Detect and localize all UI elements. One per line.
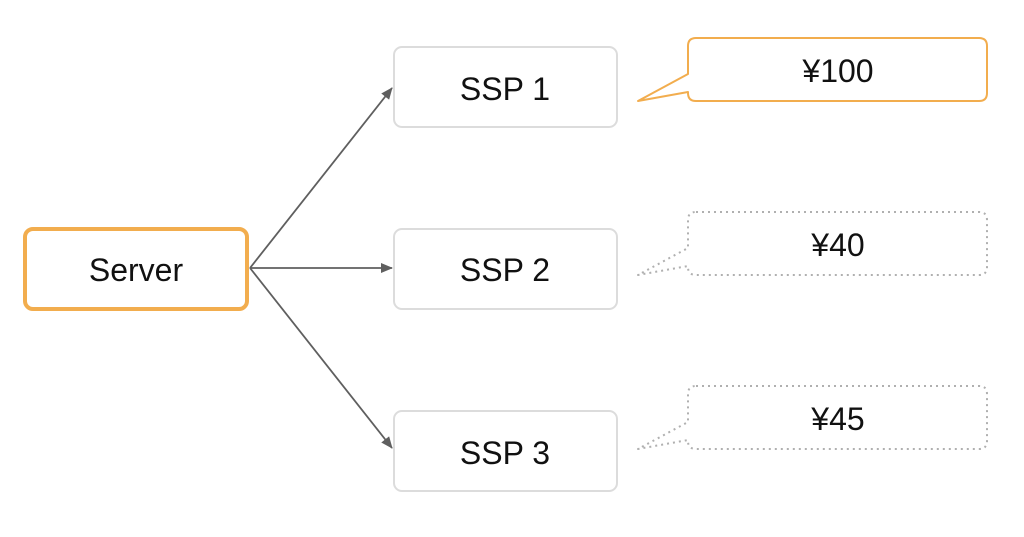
server-label: Server: [89, 252, 184, 288]
ssp-label: SSP 1: [460, 71, 550, 107]
bid-callout-3: ¥45: [637, 385, 988, 450]
connector-arrows: [249, 87, 393, 449]
bid-callout-1: ¥100: [637, 37, 988, 102]
arrow-server-to-ssp-1: [249, 87, 393, 269]
bid-callout-shape: [637, 37, 988, 102]
bid-callout-shape: [637, 211, 988, 276]
arrow-server-to-ssp-3: [249, 267, 393, 449]
server-box: [23, 227, 249, 311]
ssp-node-3: SSP 3: [393, 410, 618, 492]
ssp-label: SSP 3: [460, 435, 550, 471]
ssp-box: [393, 410, 618, 492]
bid-callout-shape: [637, 385, 988, 450]
ssp-label: SSP 2: [460, 252, 550, 288]
ssp-node-2: SSP 2: [393, 228, 618, 310]
server-node: Server: [23, 227, 249, 311]
bid-value: ¥40: [810, 227, 864, 263]
bid-callout-2: ¥40: [637, 211, 988, 276]
bid-value: ¥45: [810, 401, 864, 437]
ssp-box: [393, 228, 618, 310]
ssp-box: [393, 46, 618, 128]
bid-value: ¥100: [801, 53, 873, 89]
ssp-node-1: SSP 1: [393, 46, 618, 128]
